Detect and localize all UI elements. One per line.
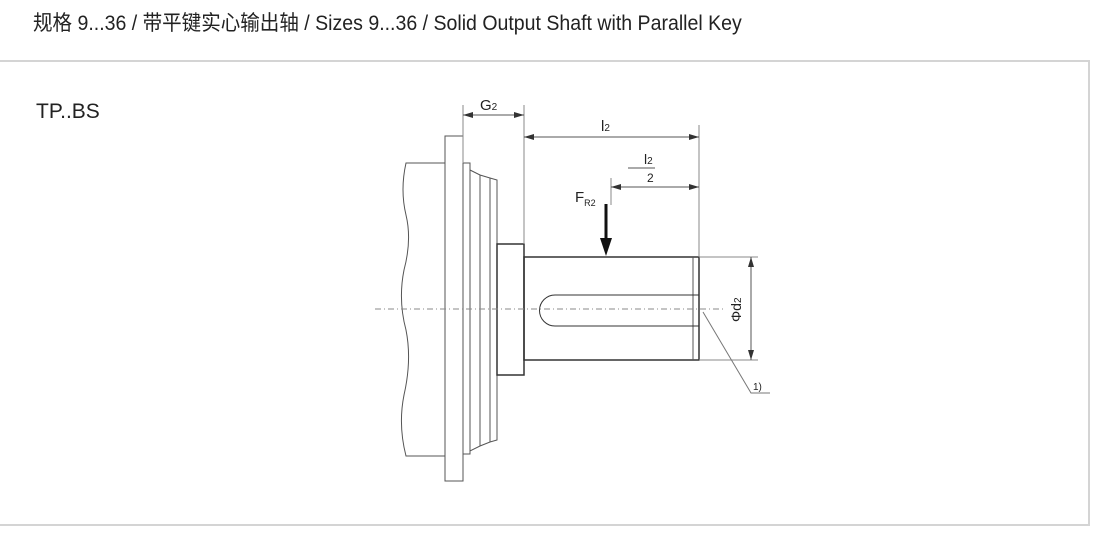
force-arrow-icon [600,204,612,256]
label-note: 1) [753,382,762,393]
type-label: TP..BS [36,100,100,123]
label-l2: l2 [601,118,610,135]
label-l2-half-den: 2 [647,171,654,185]
label-l2-half-num: l2 [644,151,653,167]
label-force: FR2 [575,189,596,208]
page-title: 规格 9...36 / 带平键实心输出轴 / Sizes 9...36 / So… [33,12,742,35]
drawing-frame [0,60,1090,526]
housing-body [400,162,445,457]
tapered-ring [469,169,498,452]
label-d2: Φd2 [728,297,744,322]
note-leader [702,311,770,394]
label-g2: G2 [480,97,498,114]
keyway [539,294,699,327]
